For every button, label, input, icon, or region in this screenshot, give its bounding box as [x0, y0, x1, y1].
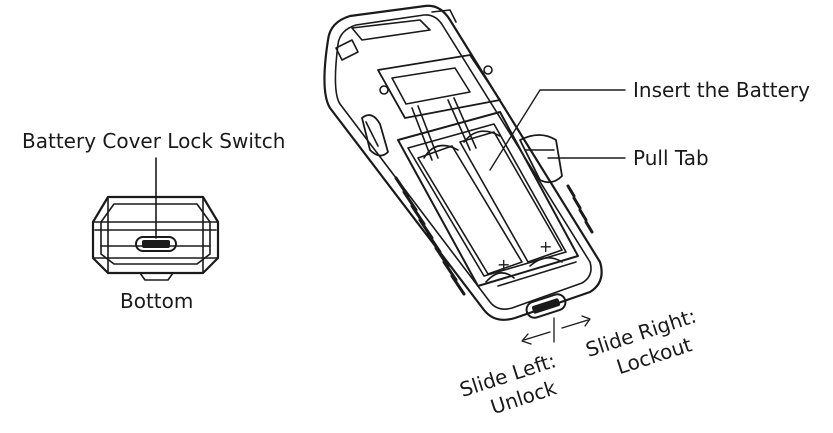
- battery-right: [459, 130, 563, 263]
- slide-arrows: [521, 315, 591, 345]
- battery-left: [417, 144, 523, 275]
- leader-lines: [489, 89, 626, 171]
- device-lock-switch: [525, 293, 567, 319]
- insert-battery-leader: [489, 89, 626, 171]
- pull-tab-label: Pull Tab: [633, 146, 709, 170]
- device-drawing: [323, 4, 603, 345]
- bottom-label: Bottom: [120, 289, 194, 313]
- lock-switch-label: Battery Cover Lock Switch: [22, 129, 286, 153]
- battery-right-polarity: +: [539, 237, 552, 256]
- pull-tab-ribbon: [519, 134, 563, 184]
- bottom-lock-switch: [135, 236, 177, 252]
- battery-left-polarity: +: [497, 255, 510, 274]
- insert-battery-label: Insert the Battery: [633, 78, 810, 102]
- side-ridges: [394, 176, 466, 296]
- bottom-view-drawing: [91, 157, 220, 281]
